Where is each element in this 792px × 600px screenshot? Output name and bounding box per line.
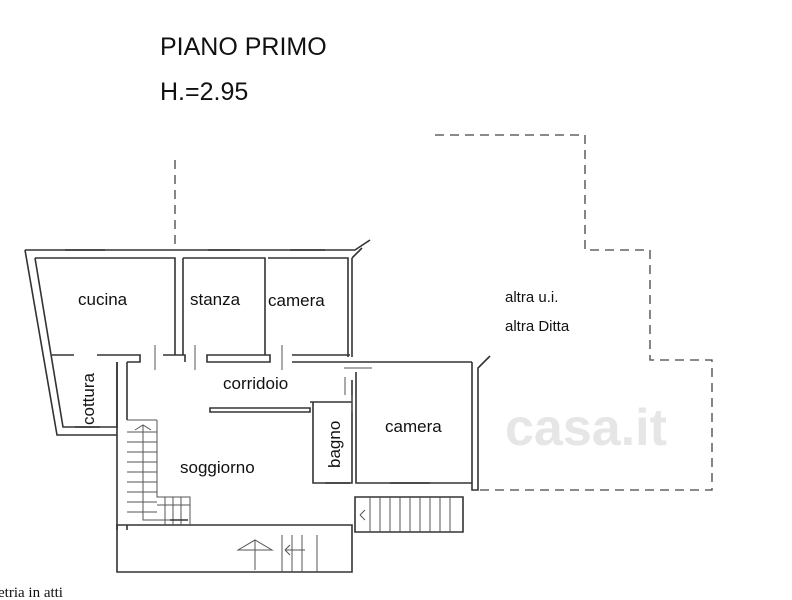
room-label-bagno: bagno (325, 421, 344, 468)
neighbor-outline (174, 134, 713, 491)
room-label-stanza: stanza (190, 290, 241, 309)
watermark: casa.it (505, 399, 667, 457)
room-label-cottura: cottura (79, 372, 98, 425)
room-label-camera-2: camera (385, 417, 442, 436)
footer-note: etria in atti (0, 585, 63, 600)
floor-title: PIANO PRIMO (160, 33, 327, 61)
other-unit-label: altra u.i. (505, 289, 558, 306)
room-label-corridoio: corridoio (223, 374, 288, 393)
other-owner-label: altra Ditta (505, 318, 570, 335)
ceiling-height: H.=2.95 (160, 78, 248, 106)
walls (24, 239, 491, 573)
room-label-camera: camera (268, 291, 325, 310)
room-label-soggiorno: soggiorno (180, 458, 255, 477)
room-label-cucina: cucina (78, 290, 128, 309)
